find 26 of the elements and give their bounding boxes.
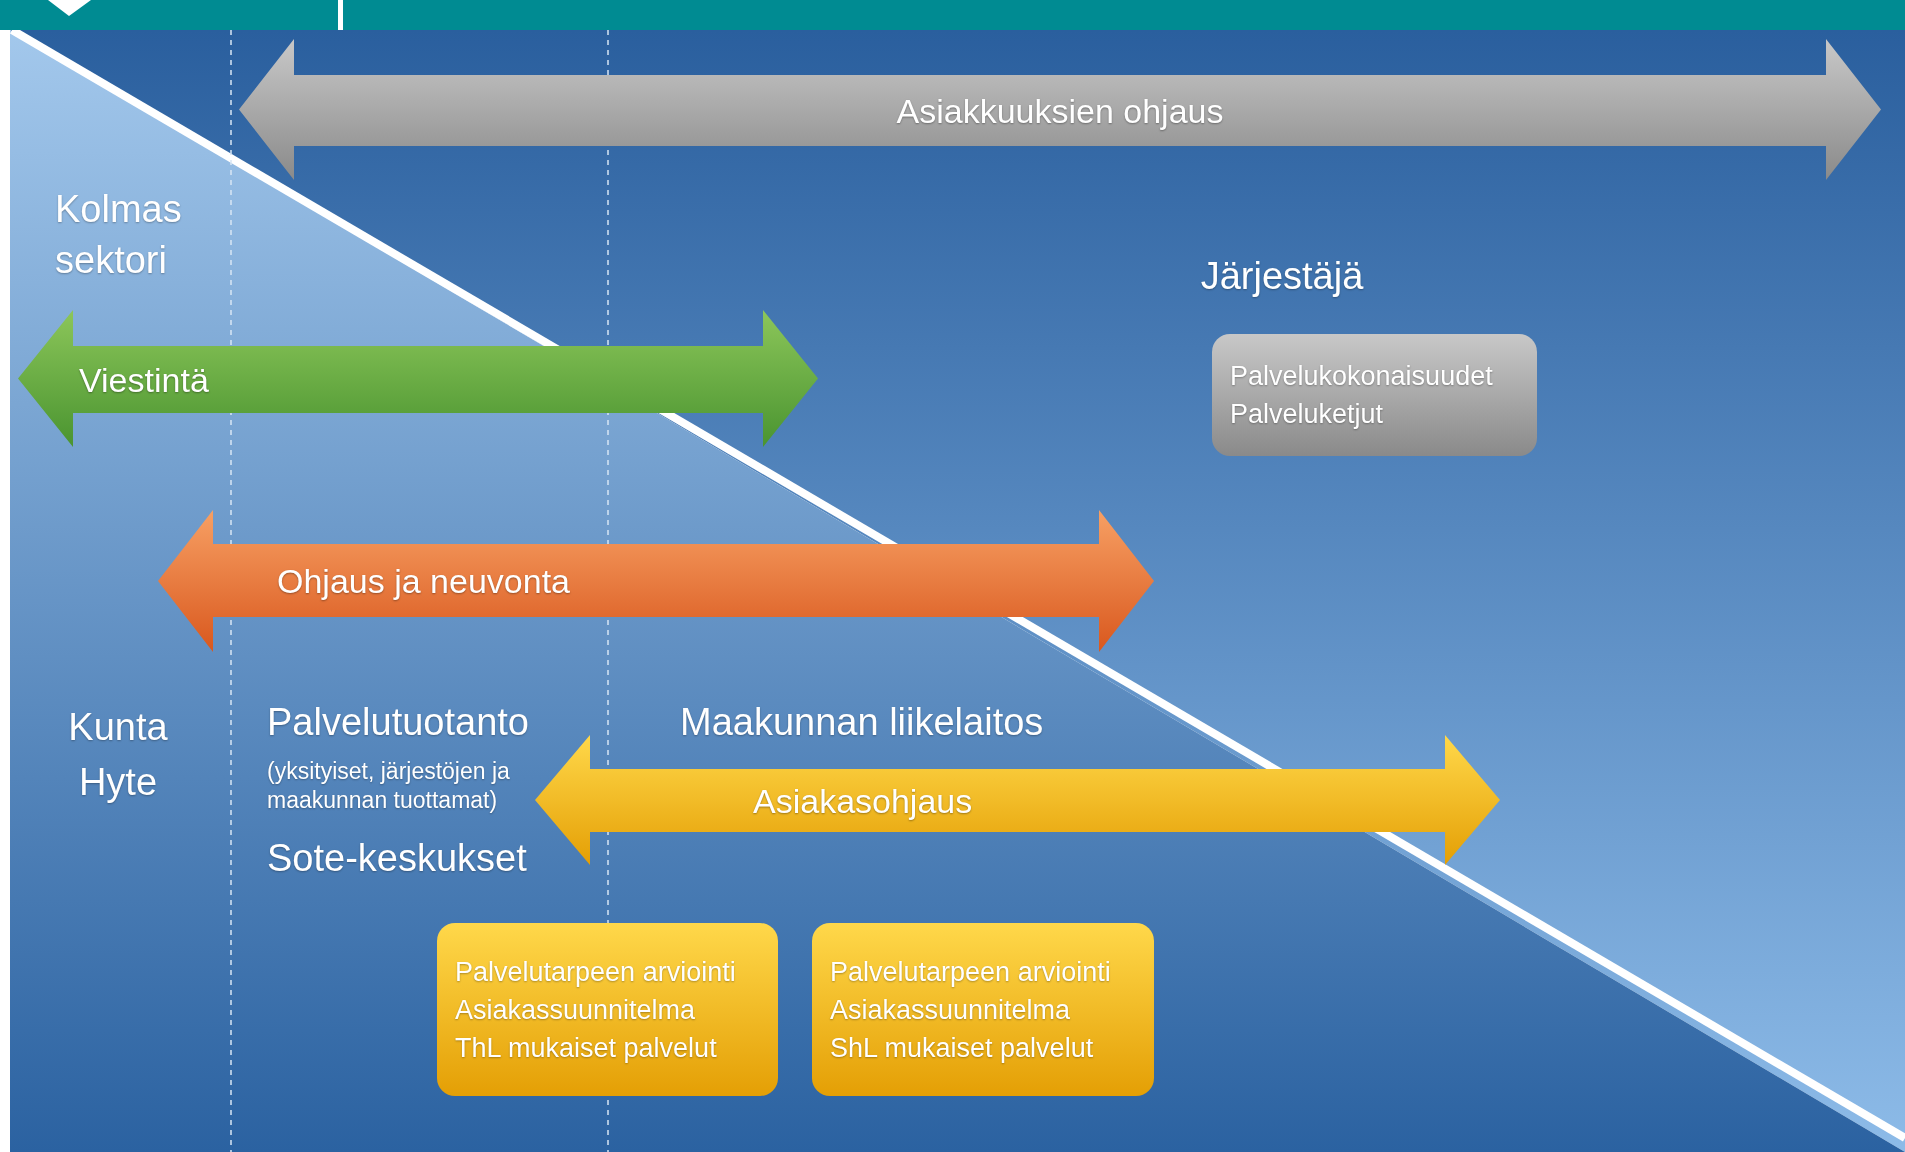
box-text: Asiakassuunnitelma	[830, 993, 1071, 1027]
double-arrow	[18, 310, 818, 447]
rounded-box	[437, 923, 778, 1096]
double-arrow	[239, 39, 1881, 180]
arrow-label: Asiakasohjaus	[753, 781, 973, 820]
arrow-label: Ohjaus ja neuvonta	[277, 561, 570, 600]
box-text: Palvelukokonaisuudet	[1230, 360, 1493, 393]
double-arrow	[158, 510, 1154, 652]
region-label: Sote-keskukset	[267, 836, 527, 881]
box-text: Palvelutarpeen arviointi	[455, 955, 736, 989]
box-text: ShL mukaiset palvelut	[830, 1031, 1094, 1065]
box-text: ThL mukaiset palvelut	[455, 1031, 717, 1065]
region-label: Järjestäjä	[1200, 254, 1364, 299]
region-label: Kunta Hyte	[67, 705, 169, 806]
region-label: (yksityiset, järjestöjen ja maakunnan tuottamat)	[267, 757, 511, 815]
double-arrow	[535, 735, 1500, 865]
region-label: Kolmas sektori	[55, 187, 183, 284]
rounded-box	[1212, 334, 1537, 456]
box-text: Palvelutarpeen arviointi	[830, 955, 1111, 989]
box-text: Palveluketjut	[1230, 398, 1384, 431]
region-label: Palvelutuotanto	[267, 700, 529, 745]
region-label: Maakunnan liikelaitos	[680, 700, 1044, 745]
arrow-label: Viestintä	[79, 360, 209, 399]
rounded-box	[812, 923, 1154, 1096]
arrow-label: Asiakkuuksien ohjaus	[896, 91, 1224, 130]
box-text: Asiakassuunnitelma	[455, 993, 696, 1027]
